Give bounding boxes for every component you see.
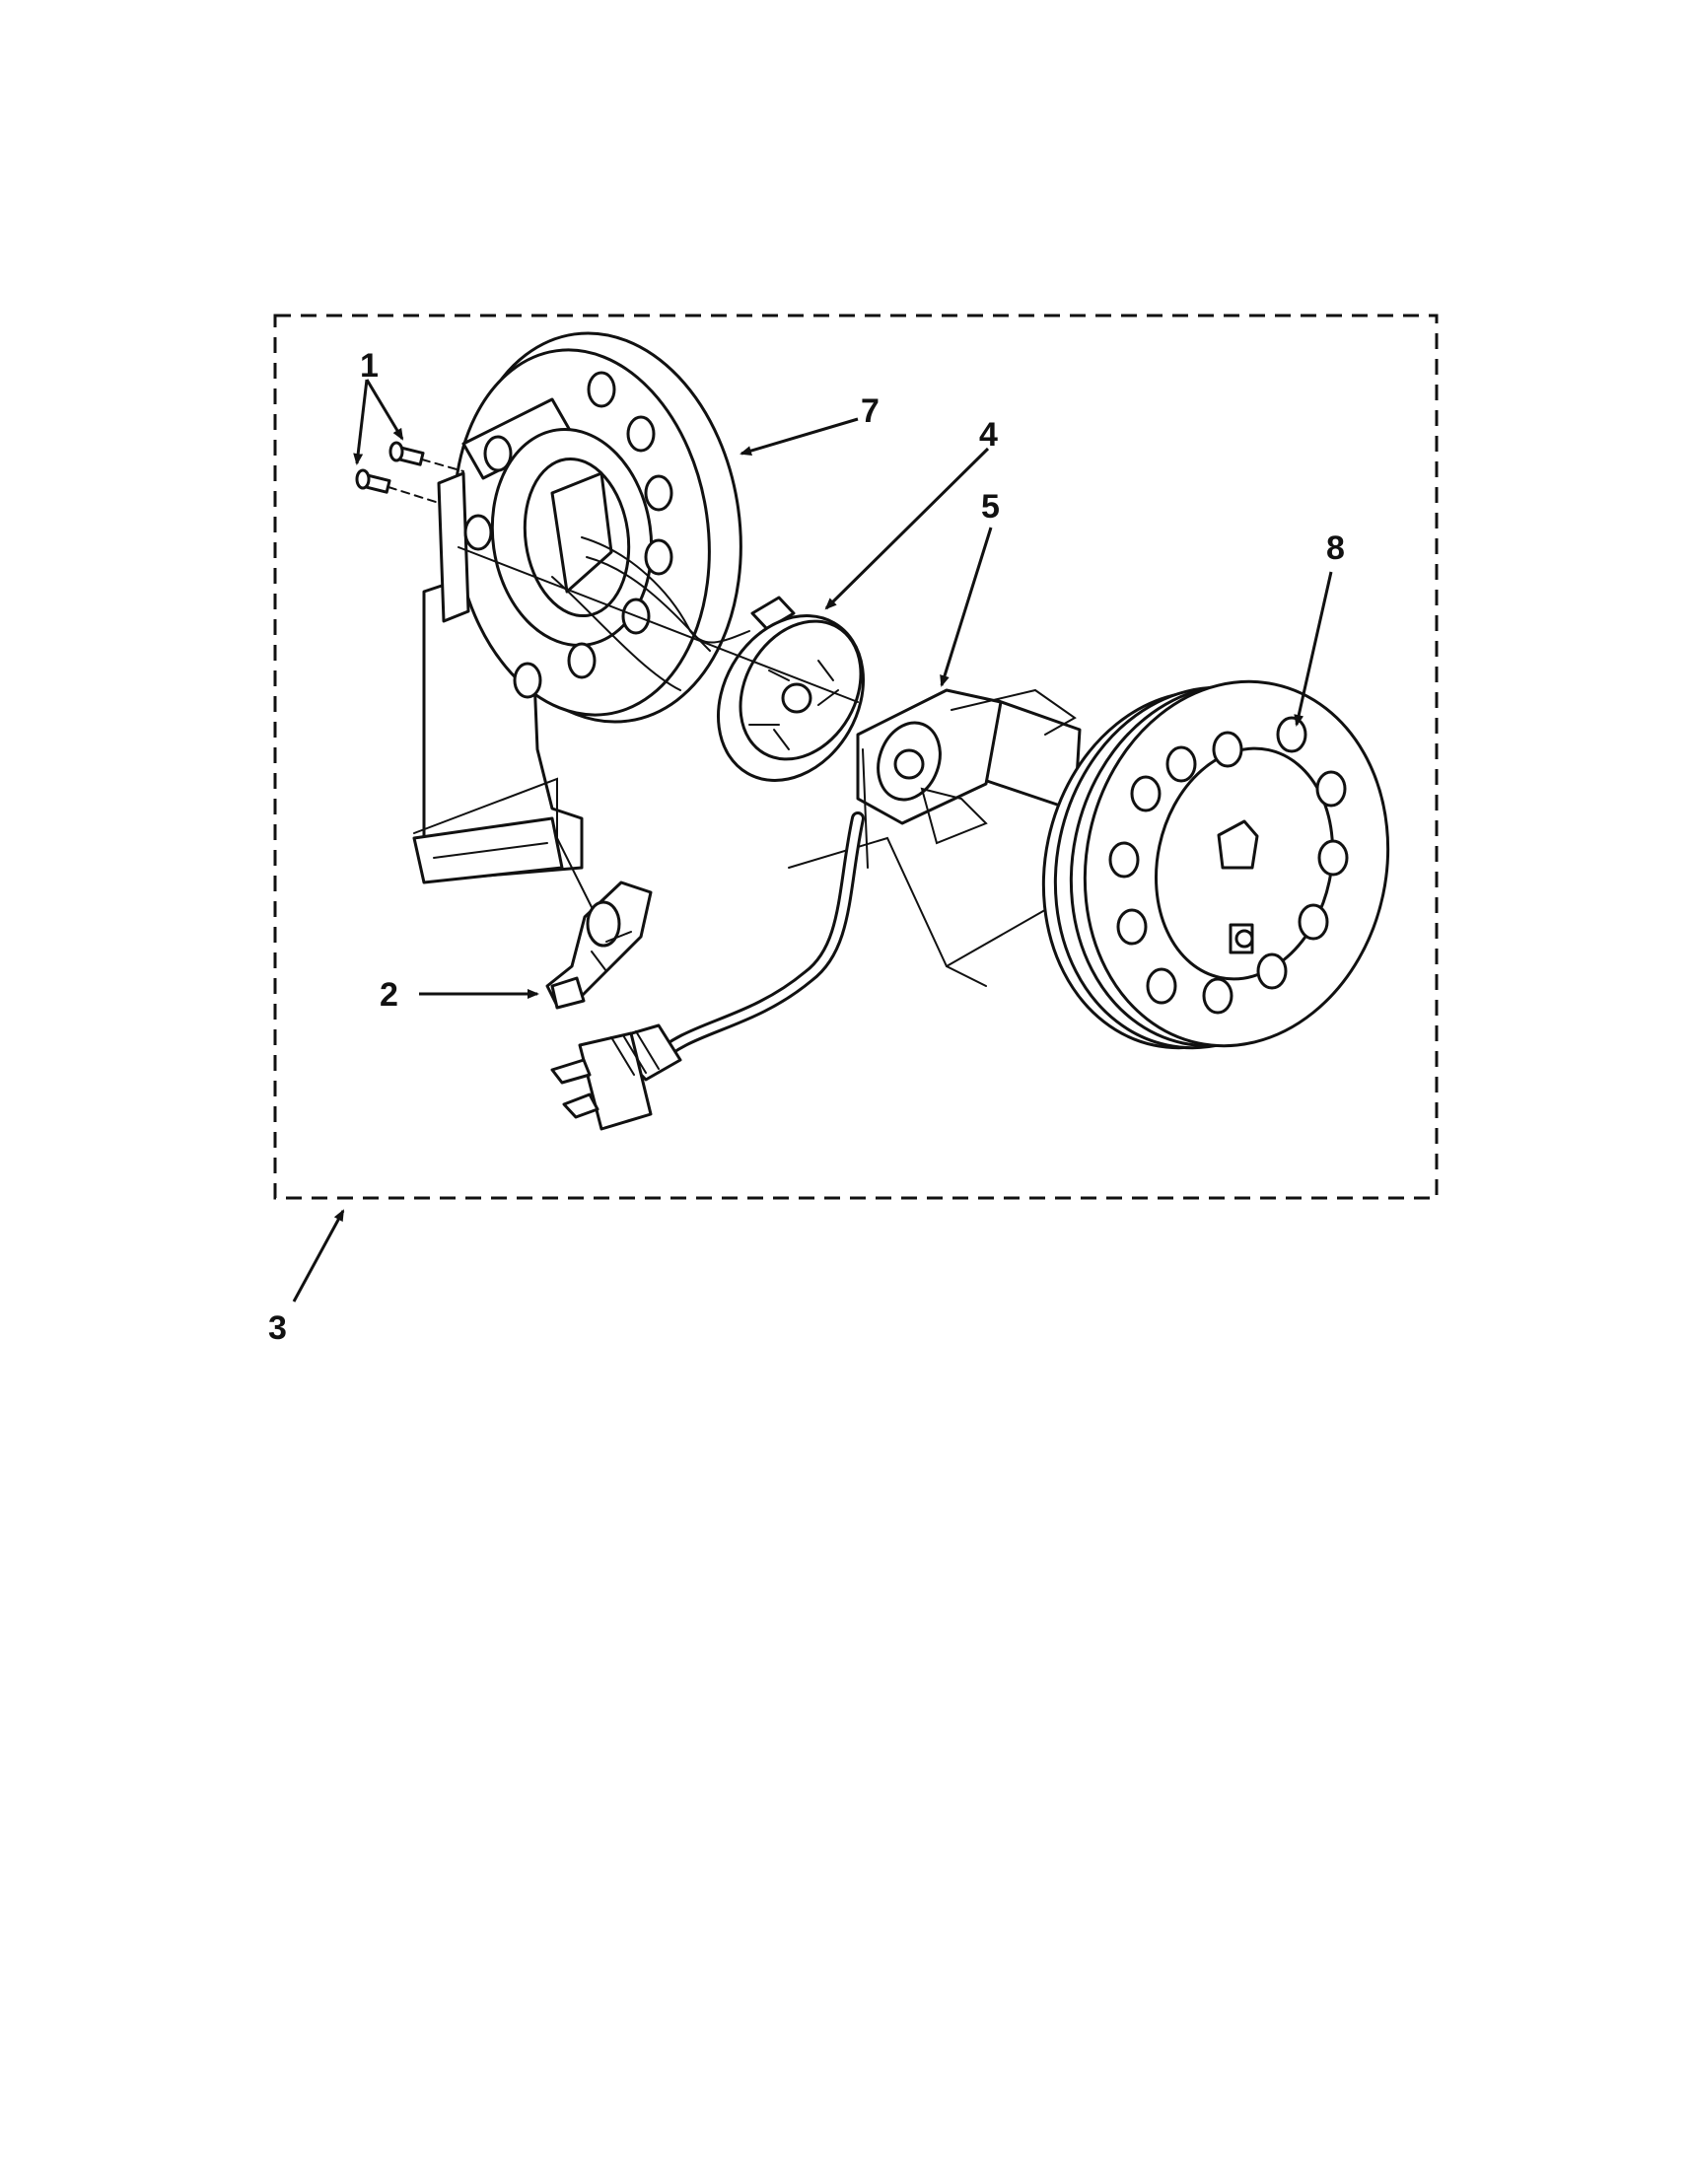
callout-2: 2 — [380, 976, 398, 1014]
screw-upper — [388, 441, 464, 472]
assembly-dashed-boundary — [273, 314, 1439, 1200]
part-7-reel-housing — [412, 331, 750, 884]
screw-lower — [355, 468, 440, 504]
callout-1: 1 — [360, 347, 379, 385]
leader-4 — [824, 447, 990, 610]
callout-3: 3 — [268, 1309, 287, 1347]
leader-8 — [1294, 571, 1333, 727]
part-5-cord-guide — [856, 688, 1082, 869]
leader-7 — [740, 417, 859, 456]
leader-1a — [365, 379, 404, 441]
leader-3 — [292, 1209, 345, 1303]
callout-4: 4 — [979, 416, 998, 454]
callout-8: 8 — [1326, 529, 1345, 567]
leader-1b — [353, 379, 369, 465]
callout-5: 5 — [981, 488, 1000, 526]
leader-5 — [940, 527, 993, 687]
part-2-latch-clip — [545, 881, 653, 1010]
power-cord-and-plug — [550, 811, 865, 1131]
callout-7: 7 — [861, 392, 880, 430]
callout-labels: 1 2 3 4 5 7 8 — [268, 347, 1345, 1347]
part-1-screws — [355, 441, 464, 504]
leader-lines — [292, 379, 1333, 1303]
part-4-contact-plate — [716, 596, 866, 782]
